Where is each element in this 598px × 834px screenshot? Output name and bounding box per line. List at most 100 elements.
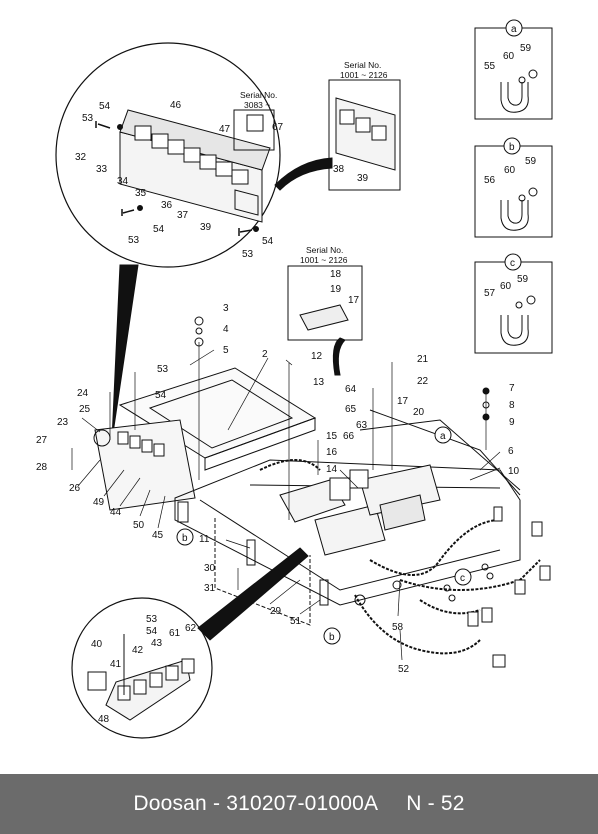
svg-text:37: 37 bbox=[177, 210, 189, 221]
svg-text:31: 31 bbox=[204, 583, 216, 594]
clamp-b-part-59: 59 bbox=[525, 156, 537, 167]
svg-text:54: 54 bbox=[153, 224, 165, 235]
svg-text:43: 43 bbox=[151, 638, 163, 649]
svg-text:50: 50 bbox=[133, 520, 145, 531]
clamp-b-letter: b bbox=[509, 142, 515, 153]
svg-text:21: 21 bbox=[417, 354, 429, 365]
ref-circles bbox=[176, 19, 523, 645]
svg-text:52: 52 bbox=[398, 664, 410, 675]
svg-text:29: 29 bbox=[270, 606, 282, 617]
clamp-detail-c bbox=[474, 261, 553, 354]
relay-67-box bbox=[233, 109, 275, 151]
relay-detail-labels: 54 46 53 47 67 32 33 34 35 36 37 39 53 5… bbox=[75, 100, 284, 260]
bottom-leader-wedge bbox=[197, 547, 309, 641]
svg-text:11: 11 bbox=[199, 534, 210, 545]
leader-lines bbox=[77, 349, 501, 661]
main-board bbox=[93, 367, 317, 523]
svg-text:65: 65 bbox=[345, 404, 357, 415]
clamp-c-part-59: 59 bbox=[517, 274, 529, 285]
serial-box-middle bbox=[287, 265, 363, 341]
wiring-harness bbox=[259, 459, 541, 655]
svg-text:8: 8 bbox=[509, 400, 515, 411]
svg-text:3: 3 bbox=[223, 303, 229, 314]
clamp-c-part-60: 60 bbox=[500, 281, 512, 292]
footer-page-number: N - 52 bbox=[406, 792, 465, 815]
svg-text:53: 53 bbox=[82, 113, 94, 124]
svg-text:53: 53 bbox=[157, 364, 169, 375]
svg-text:10: 10 bbox=[508, 466, 520, 477]
footer-document-id: Doosan - 310207-01000A bbox=[133, 792, 379, 815]
svg-text:15: 15 bbox=[326, 431, 338, 442]
clamp-a-part-59: 59 bbox=[520, 43, 532, 54]
svg-text:25: 25 bbox=[79, 404, 91, 415]
bottom-detail-labels: 53 54 40 41 42 43 61 62 48 bbox=[91, 614, 197, 725]
svg-text:32: 32 bbox=[75, 152, 87, 163]
svg-text:40: 40 bbox=[91, 639, 103, 650]
svg-text:27: 27 bbox=[36, 435, 48, 446]
connectors bbox=[354, 506, 551, 668]
part-19: 19 bbox=[330, 284, 342, 295]
svg-text:42: 42 bbox=[132, 645, 144, 656]
svg-text:5: 5 bbox=[223, 345, 229, 356]
ref-c: c bbox=[460, 573, 465, 584]
svg-text:16: 16 bbox=[326, 447, 338, 458]
ref-b-left: b bbox=[182, 533, 188, 544]
svg-text:6: 6 bbox=[508, 446, 514, 457]
svg-text:20: 20 bbox=[413, 407, 425, 418]
serial-relay-title: Serial No. bbox=[240, 90, 277, 100]
svg-text:26: 26 bbox=[69, 483, 81, 494]
svg-text:62: 62 bbox=[185, 623, 197, 634]
svg-text:54: 54 bbox=[262, 236, 274, 247]
svg-text:47: 47 bbox=[219, 124, 231, 135]
part-38: 38 bbox=[333, 164, 345, 175]
svg-text:46: 46 bbox=[170, 100, 182, 111]
svg-text:54: 54 bbox=[99, 101, 111, 112]
svg-text:30: 30 bbox=[204, 563, 216, 574]
svg-text:4: 4 bbox=[223, 324, 229, 335]
clamp-shapes bbox=[500, 69, 538, 346]
clamp-b-part-60: 60 bbox=[504, 165, 516, 176]
clamp-c-letter: c bbox=[510, 258, 515, 269]
svg-text:64: 64 bbox=[345, 384, 357, 395]
fasteners bbox=[71, 316, 490, 590]
svg-text:36: 36 bbox=[161, 200, 173, 211]
parts-diagram: Serial No. 3083 ~ Serial No. 1001 ~ 2126… bbox=[36, 19, 553, 739]
svg-text:53: 53 bbox=[146, 614, 158, 625]
svg-text:9: 9 bbox=[509, 417, 515, 428]
serial-middle-range: 1001 ~ 2126 bbox=[300, 255, 348, 265]
svg-text:41: 41 bbox=[110, 659, 122, 670]
svg-text:51: 51 bbox=[290, 616, 302, 627]
svg-text:24: 24 bbox=[77, 388, 89, 399]
svg-text:53: 53 bbox=[242, 249, 254, 260]
svg-text:2: 2 bbox=[262, 349, 268, 360]
clamp-b-part-56: 56 bbox=[484, 175, 496, 186]
svg-text:48: 48 bbox=[98, 714, 110, 725]
part-17-serial: 17 bbox=[348, 295, 360, 306]
serial-top-right-title: Serial No. bbox=[344, 60, 381, 70]
bottom-relays bbox=[87, 634, 195, 721]
serial-middle-title: Serial No. bbox=[306, 245, 343, 255]
svg-text:53: 53 bbox=[128, 235, 140, 246]
clamp-a-letter: a bbox=[511, 24, 517, 35]
svg-text:66: 66 bbox=[343, 431, 355, 442]
svg-text:7: 7 bbox=[509, 383, 515, 394]
svg-text:14: 14 bbox=[326, 464, 338, 475]
clamp-a-part-55: 55 bbox=[484, 61, 496, 72]
svg-text:49: 49 bbox=[93, 497, 105, 508]
main-labels: 3 4 5 2 12 13 53 54 24 25 23 27 28 26 49… bbox=[36, 303, 520, 675]
svg-text:35: 35 bbox=[135, 188, 147, 199]
svg-text:67: 67 bbox=[272, 122, 284, 133]
svg-text:45: 45 bbox=[152, 530, 164, 541]
relay-strip bbox=[119, 109, 271, 223]
svg-text:23: 23 bbox=[57, 417, 69, 428]
svg-text:22: 22 bbox=[417, 376, 429, 387]
svg-text:28: 28 bbox=[36, 462, 48, 473]
serial-box-top-right bbox=[328, 79, 401, 191]
svg-text:54: 54 bbox=[155, 390, 167, 401]
detail-leader-wedge bbox=[111, 264, 139, 441]
svg-text:34: 34 bbox=[117, 176, 129, 187]
svg-text:12: 12 bbox=[311, 351, 323, 362]
serial-relay-range: 3083 ~ bbox=[244, 100, 270, 110]
svg-text:61: 61 bbox=[169, 628, 181, 639]
svg-text:54: 54 bbox=[146, 626, 158, 637]
